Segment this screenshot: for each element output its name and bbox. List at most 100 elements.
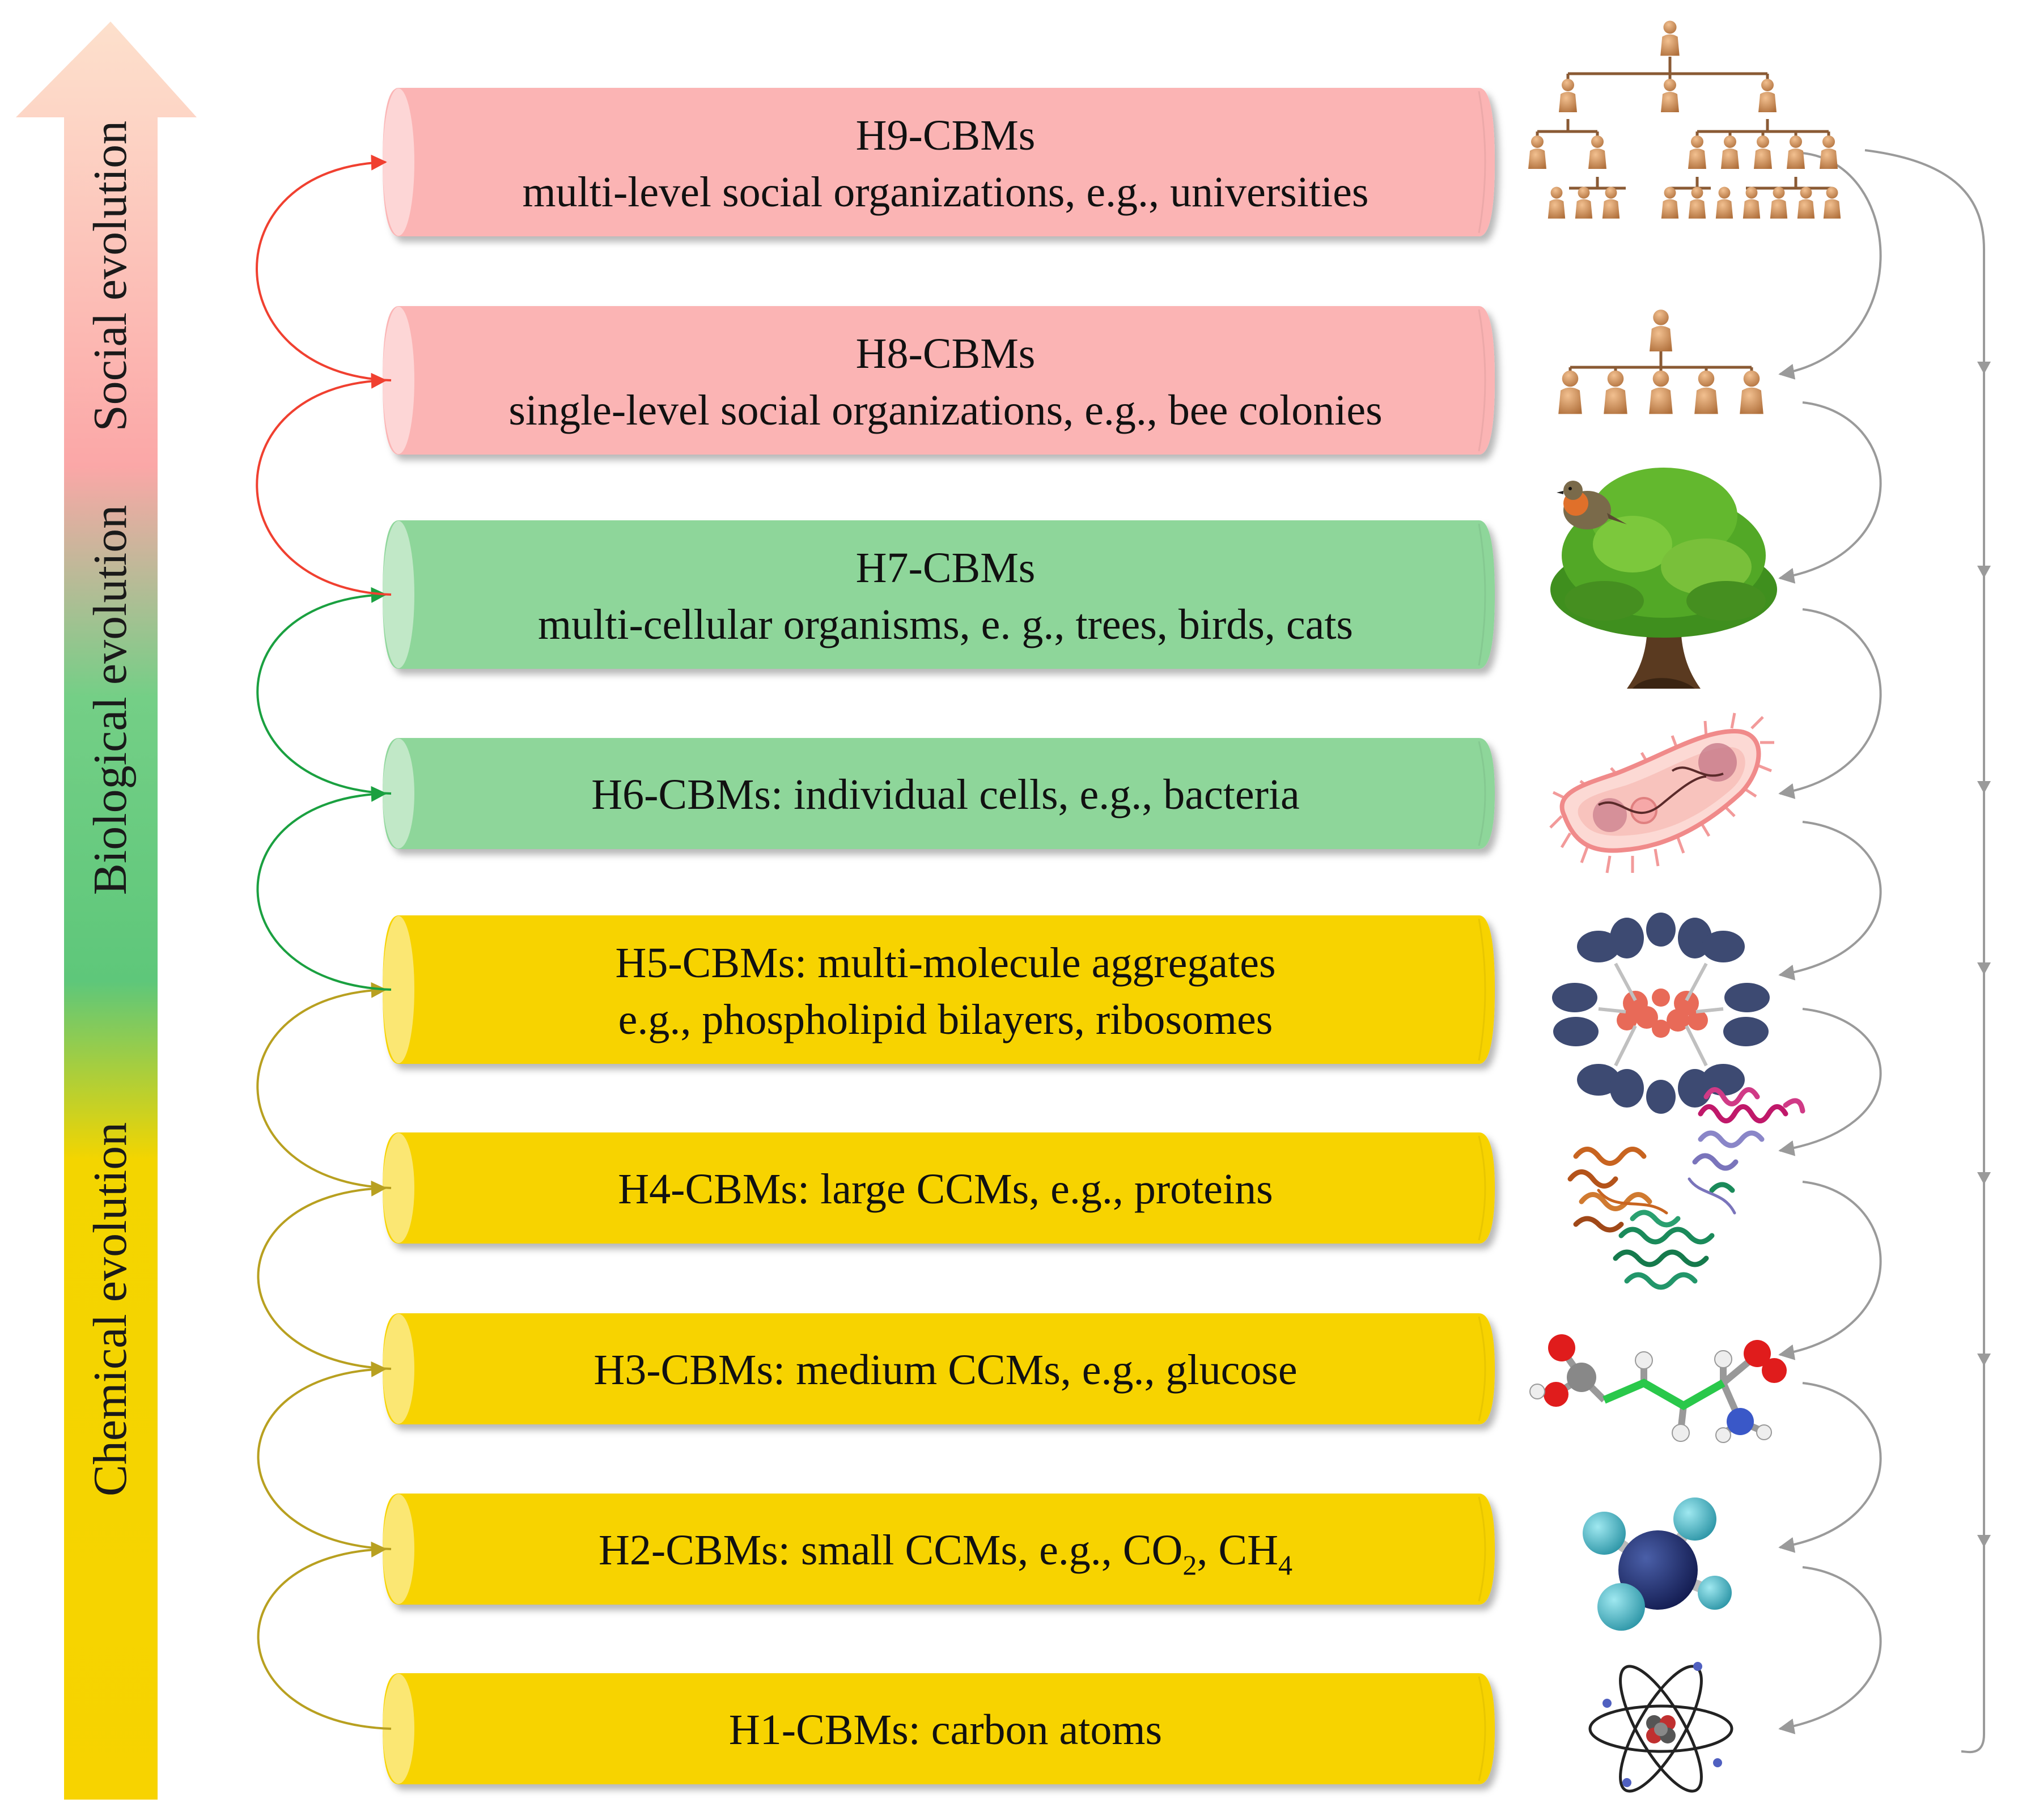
person-icon (1770, 186, 1788, 219)
person-icon (1604, 370, 1627, 414)
level-bar-h9: H9-CBMs multi-level social organizations,… (383, 88, 1495, 236)
level-bar-edge (1478, 741, 1486, 846)
person-icon (1787, 135, 1805, 169)
level-bar-body (383, 1132, 1495, 1244)
transition-arrow-h4-to-h5 (256, 982, 392, 1189)
level-label-h7: H7-CBMs (856, 544, 1036, 592)
person-icon (1588, 135, 1606, 169)
transition-arrow-h3-to-h4 (257, 1180, 392, 1370)
person-icon (1758, 79, 1777, 112)
level-bar-body (383, 915, 1495, 1064)
transition-arrow-h8-to-h9 (256, 154, 392, 381)
subscript-4: 4 (1278, 1549, 1292, 1581)
level-label-h2: H2-CBMs: small CCMs, e.g., CO2, CH4 (599, 1526, 1292, 1581)
level-bar-body (383, 306, 1495, 455)
transition-arrow-h1-to-h2 (257, 1541, 392, 1730)
level-bar-edge (1478, 918, 1486, 1061)
person-icon (1558, 370, 1582, 414)
level-bar-h7: H7-CBMs multi-cellular organisms, e. g., … (383, 520, 1495, 669)
level-bar-edge (1478, 91, 1486, 234)
level-bar-edge (1478, 309, 1486, 452)
level-bar-h3: H3-CBMs: medium CCMs, e.g., glucose (383, 1313, 1495, 1424)
single-level-hierarchy-icon (1558, 309, 1763, 414)
level-label-h5: H5-CBMs: multi-molecule aggregates (615, 939, 1275, 987)
person-icon (1754, 135, 1772, 169)
person-icon (1559, 79, 1577, 112)
multi-level-hierarchy-icon (1528, 20, 1841, 219)
level-bar-edge (1478, 523, 1486, 666)
level-bar-h1: H1-CBMs: carbon atoms (383, 1673, 1495, 1784)
person-icon (1820, 135, 1838, 169)
trunk-arrowhead (1977, 781, 1991, 794)
level-bar-cap (383, 521, 414, 668)
person-icon (1661, 186, 1679, 219)
person-icon (1743, 186, 1761, 219)
subscript-2: 2 (1182, 1549, 1197, 1581)
decompose-arrow-h9-to-h8 (1778, 152, 1882, 380)
level-label-h8-detail: single-level social organizations, e.g.,… (508, 387, 1382, 434)
level-label-main: H2-CBMs: small CCMs, e.g., CO (599, 1526, 1182, 1574)
level-bar-body (383, 738, 1495, 849)
person-icon (1740, 370, 1763, 414)
trunk-arrowhead (1977, 1172, 1991, 1185)
person-icon (1688, 186, 1706, 219)
level-bar-body (383, 1673, 1495, 1784)
level-label-h9: H9-CBMs (856, 112, 1036, 159)
level-icons (1528, 20, 1841, 1793)
person-icon (1721, 135, 1739, 169)
level-bar-cap (383, 1674, 414, 1784)
level-bar-cap (383, 1494, 414, 1604)
ball-stick-molecule-icon (1529, 1334, 1787, 1443)
person-icon (1575, 186, 1593, 219)
person-icon (1797, 186, 1815, 219)
decompose-arrow-h7-to-h6 (1778, 608, 1882, 799)
level-label-h1: H1-CBMs: carbon atoms (729, 1706, 1162, 1754)
tree-with-bird-icon (1550, 468, 1777, 689)
trunk-arrowhead (1977, 1535, 1991, 1547)
level-bar-h6: H6-CBMs: individual cells, e.g., bacteri… (383, 738, 1495, 849)
right-decomposition-arrows (1778, 149, 1991, 1754)
level-label-h5-detail: e.g., phospholipid bilayers, ribosomes (618, 996, 1273, 1043)
level-bar-body (383, 1494, 1495, 1605)
person-icon (1602, 186, 1620, 219)
transition-arrow-h2-to-h3 (257, 1361, 392, 1550)
level-bar-cap (383, 1133, 414, 1243)
decompose-trunk (1864, 149, 1985, 1754)
transition-arrow-h7-to-h8 (256, 372, 392, 596)
level-bar-body (383, 1313, 1495, 1424)
molecular-aggregate-icon (1552, 913, 1770, 1114)
level-bars: H1-CBMs: carbon atoms H2-CBMs: small CCMs… (383, 88, 1495, 1784)
decompose-arrow-h8-to-h7 (1778, 401, 1882, 584)
atom-icon (1588, 1662, 1733, 1793)
person-icon (1694, 370, 1718, 414)
person-icon (1715, 186, 1733, 219)
level-label-main: H6-CBMs: individual cells, e.g., bacteri… (591, 771, 1300, 818)
methane-molecule-icon (1583, 1497, 1732, 1631)
person-icon (1528, 135, 1546, 169)
level-label-h7-detail: multi-cellular organisms, e. g., trees, … (538, 601, 1353, 648)
bacterium-icon (1549, 712, 1774, 873)
level-bar-cap (383, 88, 414, 236)
level-bar-edge (1478, 1135, 1486, 1241)
level-label-main: H3-CBMs: medium CCMs, e.g., glucose (593, 1346, 1297, 1394)
social-evolution-label: Social evolution (84, 121, 137, 431)
trunk-arrowhead (1977, 1354, 1991, 1366)
level-label-h3: H3-CBMs: medium CCMs, e.g., glucose (593, 1346, 1297, 1394)
trunk-arrowhead (1977, 962, 1991, 975)
person-icon (1688, 135, 1706, 169)
person-icon (1660, 20, 1680, 56)
chemical-evolution-label: Chemical evolution (84, 1122, 137, 1496)
transition-arrow-h5-to-h6 (256, 786, 392, 991)
level-bar-cap (383, 739, 414, 849)
level-bar-h4: H4-CBMs: large CCMs, e.g., proteins (383, 1132, 1495, 1244)
level-label-h8: H8-CBMs (856, 330, 1036, 377)
trunk-arrowhead (1977, 566, 1991, 578)
decompose-arrow-h5-to-h4 (1778, 1008, 1882, 1156)
level-label-h9-detail: multi-level social organizations, e.g., … (523, 168, 1369, 216)
person-icon (1548, 186, 1566, 219)
left-transition-arrows (256, 154, 392, 1730)
level-label-mid: , CH (1197, 1526, 1278, 1574)
level-bar-cap (383, 916, 414, 1063)
trunk-arrowhead (1977, 362, 1991, 374)
